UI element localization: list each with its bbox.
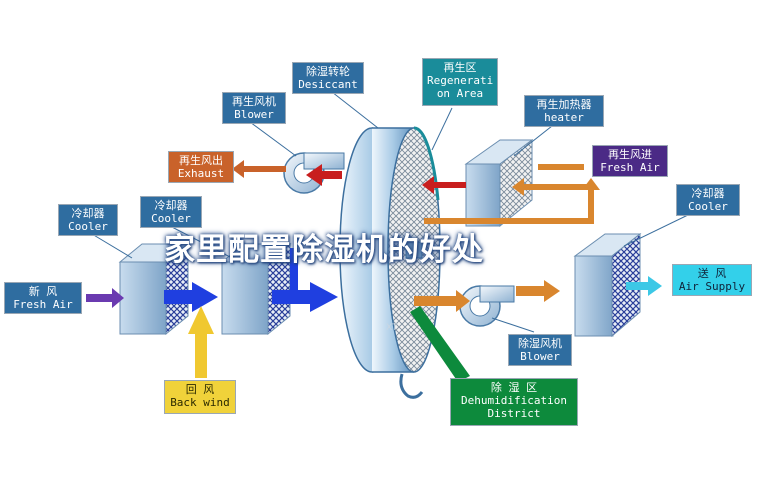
new-fresh-air-label-en: Fresh Air bbox=[13, 298, 73, 311]
headline-title: 家里配置除湿机的好处 bbox=[164, 232, 484, 268]
regen-area-label-cn: 再生区 bbox=[443, 61, 477, 74]
heater-label: 再生加热器 heater bbox=[524, 95, 604, 127]
new-fresh-air-label: 新 风 Fresh Air bbox=[4, 282, 82, 314]
dehumid-blower-label-en: Blower bbox=[520, 350, 560, 363]
air-supply-label: 送 风 Air Supply bbox=[672, 264, 752, 296]
regen-blower-label-en: Blower bbox=[234, 108, 274, 121]
cooler-right-unit bbox=[573, 232, 642, 338]
regen-blower-label: 再生风机 Blower bbox=[222, 92, 286, 124]
back-wind-label-cn: 回 风 bbox=[185, 383, 215, 396]
dehumid-blower-label: 除湿风机 Blower bbox=[508, 334, 572, 366]
regen-blower-label-cn: 再生风机 bbox=[232, 95, 276, 108]
arrow-fresh-in bbox=[86, 288, 124, 308]
regen-blower-unit bbox=[283, 152, 345, 194]
back-wind-label-en: Back wind bbox=[170, 396, 230, 409]
arrow-blue-2 bbox=[272, 248, 338, 312]
district-pointer bbox=[410, 306, 470, 382]
arrow-supply bbox=[626, 276, 662, 296]
desiccant-label-en: Desiccant bbox=[298, 78, 358, 91]
exhaust-label-en: Exhaust bbox=[177, 167, 225, 180]
desiccant-label-cn: 除湿转轮 bbox=[306, 65, 350, 78]
regen-area-label: 再生区 Regenerati on Area bbox=[422, 58, 498, 106]
heater-unit bbox=[464, 139, 534, 228]
dehumid-blower-label-cn: 除湿风机 bbox=[518, 337, 562, 350]
cooler-left-label-en: Cooler bbox=[68, 220, 108, 233]
cooler-right-label-cn: 冷却器 bbox=[691, 187, 725, 200]
cooler-left-label: 冷却器 Cooler bbox=[58, 204, 118, 236]
dehumid-district-label: 除 湿 区 Dehumidification District bbox=[450, 378, 578, 426]
dehumid-district-label-en2: District bbox=[487, 407, 541, 420]
back-wind-label: 回 风 Back wind bbox=[164, 380, 236, 414]
cooler-left-label-cn: 冷却器 bbox=[71, 207, 105, 220]
air-supply-label-cn: 送 风 bbox=[697, 267, 727, 280]
rotation-mark bbox=[399, 373, 424, 399]
leader-lines bbox=[91, 91, 691, 333]
cooler-middle-label-cn: 冷却器 bbox=[154, 199, 188, 212]
cooler-left-unit bbox=[118, 242, 190, 336]
regen-area-label-en2: on Area bbox=[436, 87, 484, 100]
desiccant-label: 除湿转轮 Desiccant bbox=[292, 62, 364, 94]
dehumid-district-label-cn: 除 湿 区 bbox=[490, 381, 538, 394]
exhaust-label: 再生风出 Exhaust bbox=[168, 151, 234, 183]
new-fresh-air-label-cn: 新 风 bbox=[28, 285, 58, 298]
arrow-dry-out bbox=[414, 280, 560, 312]
cooler-right-label-en: Cooler bbox=[688, 200, 728, 213]
cooler-right-label: 冷却器 Cooler bbox=[676, 184, 740, 216]
desiccant-wheel bbox=[339, 126, 441, 373]
arrow-regen-loop bbox=[422, 164, 600, 224]
exhaust-label-cn: 再生风出 bbox=[179, 154, 223, 167]
heater-label-cn: 再生加热器 bbox=[536, 98, 592, 111]
arrow-exhaust bbox=[232, 160, 342, 186]
regen-fresh-in-label-en: Fresh Air bbox=[600, 161, 660, 174]
arrow-back-wind bbox=[188, 306, 214, 378]
watermark: XT bbox=[386, 323, 398, 333]
cooler-middle-label-en: Cooler bbox=[151, 212, 191, 225]
air-supply-label-en: Air Supply bbox=[678, 280, 746, 293]
cooler-middle-unit bbox=[220, 242, 292, 336]
dehumid-blower-unit bbox=[459, 285, 515, 327]
cooler-middle-label: 冷却器 Cooler bbox=[140, 196, 202, 228]
heater-label-en: heater bbox=[544, 111, 584, 124]
dehumid-district-label-en1: Dehumidification bbox=[461, 394, 567, 407]
arrow-blue-1 bbox=[164, 282, 218, 312]
regen-fresh-in-label-cn: 再生风进 bbox=[608, 148, 652, 161]
regen-area-label-en1: Regenerati bbox=[427, 74, 494, 87]
regen-fresh-in-label: 再生风进 Fresh Air bbox=[592, 145, 668, 177]
